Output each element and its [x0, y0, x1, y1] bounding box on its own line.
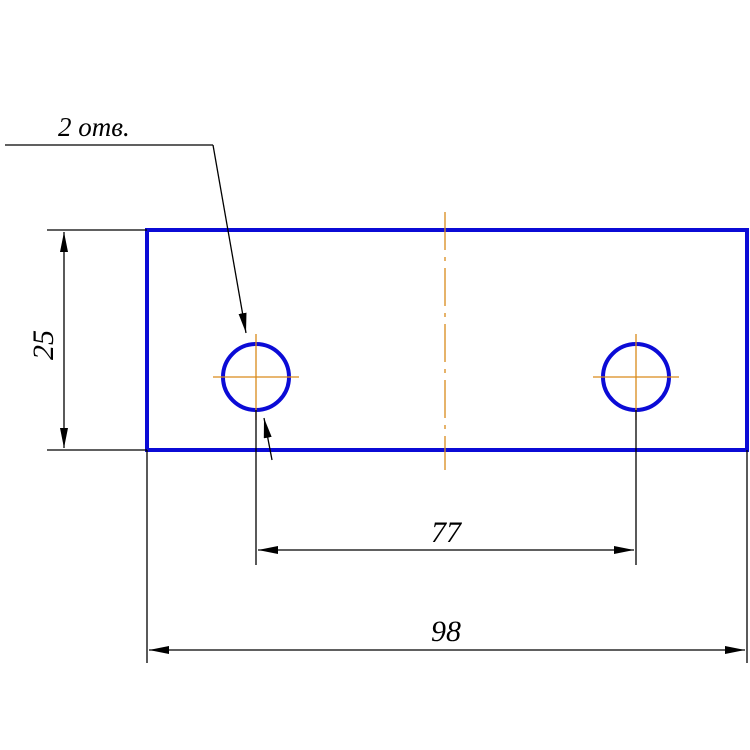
dimension-overall-length-label: 98	[431, 615, 461, 648]
leader-tail-arrow	[263, 417, 273, 461]
dimension-height	[47, 229, 147, 451]
leader-line	[212, 144, 247, 334]
hole-count-note: 2 отв.	[58, 112, 130, 142]
part-outline	[145, 228, 749, 452]
dimension-overall-length	[146, 450, 748, 663]
hole-callout	[5, 144, 273, 461]
dimension-hole-spacing-label: 77	[431, 516, 463, 549]
centerlines	[213, 212, 679, 470]
dimension-hole-spacing	[255, 410, 637, 565]
dimension-height-label: 25	[27, 330, 60, 360]
